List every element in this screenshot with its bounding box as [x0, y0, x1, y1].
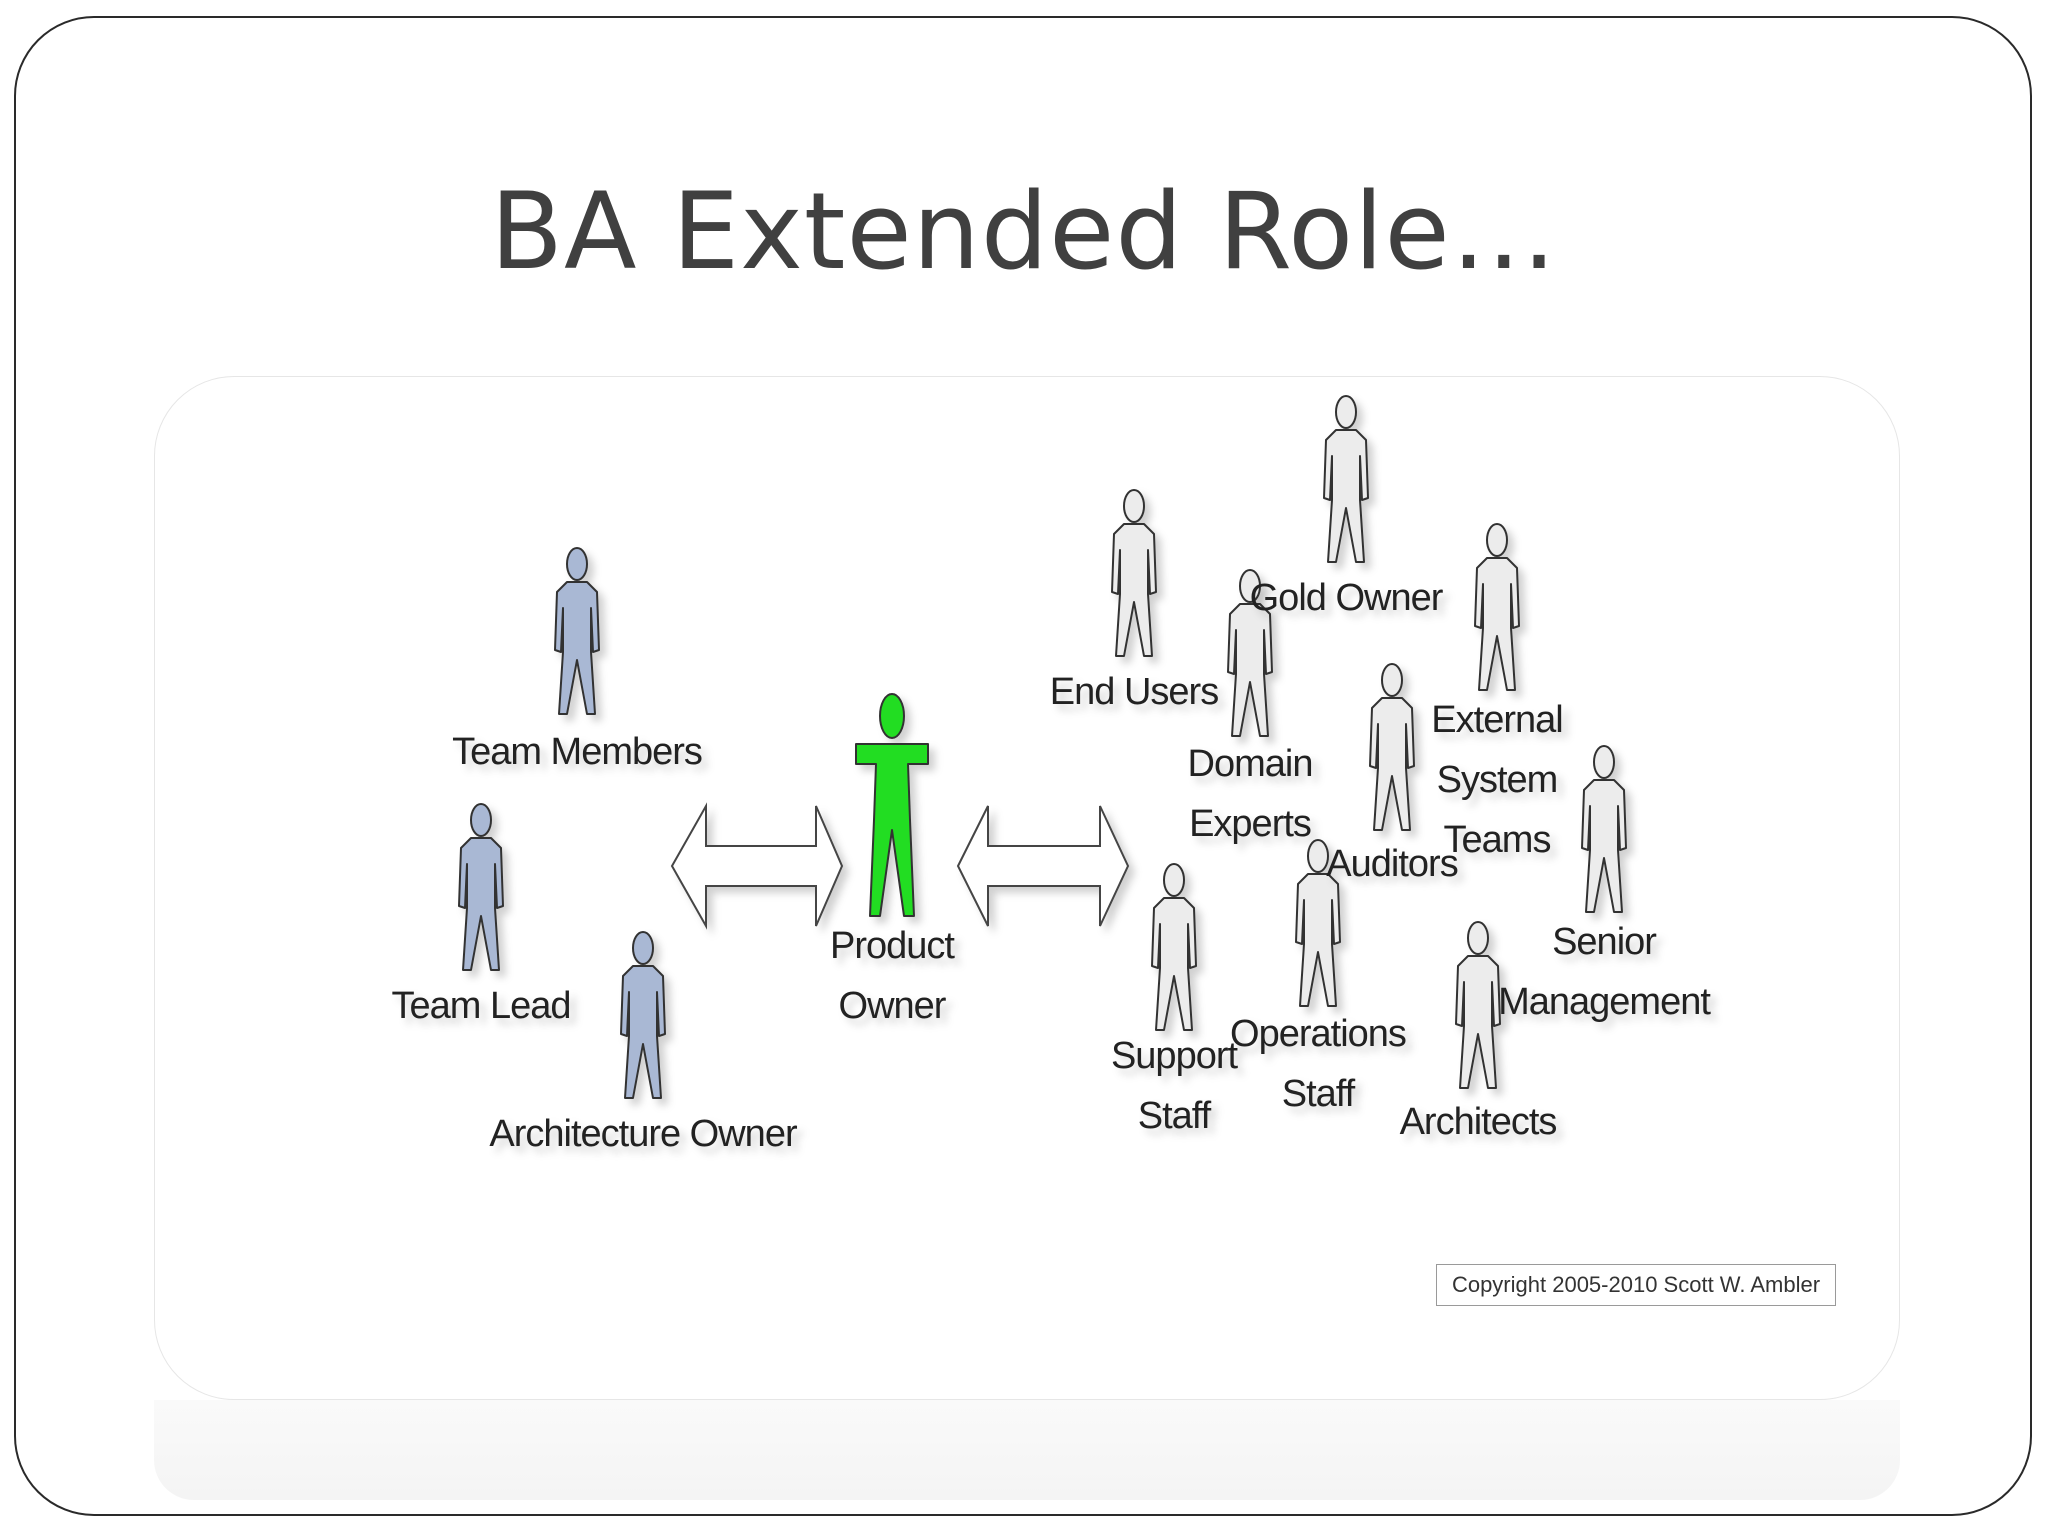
senior-management-figure — [1581, 745, 1627, 913]
architects-label-line: Architects — [1400, 1101, 1557, 1143]
external-system-teams-label-line: External — [1431, 699, 1562, 741]
gold-owner-label-line: Gold Owner — [1250, 577, 1444, 619]
senior-management-label-line: Senior — [1552, 921, 1657, 963]
right-double-arrow — [956, 805, 1130, 927]
team-lead-head — [470, 803, 492, 837]
support-staff-figure — [1151, 863, 1197, 1031]
domain-experts-head — [1239, 569, 1261, 603]
architecture-owner-label: Architecture Owner — [489, 1113, 798, 1155]
domain-experts-body — [1227, 603, 1273, 737]
support-staff-label-line: Staff — [1138, 1095, 1212, 1137]
senior-management-head — [1593, 745, 1615, 779]
product-owner-head — [879, 693, 905, 739]
left-double-arrow — [670, 802, 844, 930]
team-lead-label: Team Lead — [391, 985, 570, 1027]
external-system-teams-head — [1486, 523, 1508, 557]
external-system-teams-label-line: System — [1437, 759, 1558, 801]
auditors-figure — [1369, 663, 1415, 831]
senior-management-body — [1581, 779, 1627, 913]
gold-owner-label: Gold Owner — [1250, 577, 1444, 619]
product-owner-body — [855, 743, 929, 917]
domain-experts-label-line: Domain — [1188, 743, 1313, 785]
architecture-owner-figure — [620, 931, 666, 1099]
gold-owner-body — [1323, 429, 1369, 563]
auditors-label: Auditors — [1326, 843, 1457, 885]
support-staff-body — [1151, 897, 1197, 1031]
external-system-teams-label-line: Teams — [1444, 819, 1551, 861]
team-members-figure — [554, 547, 600, 715]
domain-experts-label-line: Experts — [1189, 803, 1311, 845]
gold-owner-head — [1335, 395, 1357, 429]
architects-body — [1455, 955, 1501, 1089]
operations-staff-label-line: Staff — [1282, 1073, 1356, 1115]
architecture-owner-body — [620, 965, 666, 1099]
external-system-teams-figure — [1474, 523, 1520, 691]
team-lead-body — [458, 837, 504, 971]
operations-staff-body — [1295, 873, 1341, 1007]
team-members-label: Team Members — [452, 731, 702, 773]
external-system-teams-body — [1474, 557, 1520, 691]
architecture-owner-head — [632, 931, 654, 965]
senior-management-label-line: Management — [1498, 981, 1711, 1023]
end-users-figure — [1111, 489, 1157, 657]
team-lead-label-line: Team Lead — [391, 985, 570, 1027]
copyright-notice: Copyright 2005-2010 Scott W. Ambler — [1436, 1264, 1836, 1306]
architecture-owner-label-line: Architecture Owner — [489, 1113, 798, 1155]
architects-label: Architects — [1400, 1101, 1557, 1143]
end-users-body — [1111, 523, 1157, 657]
auditors-label-line: Auditors — [1326, 843, 1457, 885]
operations-staff-head — [1307, 839, 1329, 873]
operations-staff-figure — [1295, 839, 1341, 1007]
end-users-label: End Users — [1050, 671, 1218, 713]
auditors-head — [1381, 663, 1403, 697]
team-members-label-line: Team Members — [452, 731, 702, 773]
gold-owner-figure — [1323, 395, 1369, 563]
slide-title: BA Extended Role… — [490, 170, 1558, 293]
product-owner-label-line: Product — [830, 925, 955, 967]
end-users-head — [1123, 489, 1145, 523]
support-staff-label-line: Support — [1111, 1035, 1239, 1077]
support-staff-head — [1163, 863, 1185, 897]
product-owner-label-line: Owner — [839, 985, 947, 1027]
architects-figure — [1455, 921, 1501, 1089]
architects-head — [1467, 921, 1489, 955]
team-lead-figure — [458, 803, 504, 971]
end-users-label-line: End Users — [1050, 671, 1218, 713]
panel-shadow — [154, 1400, 1900, 1500]
team-members-head — [566, 547, 588, 581]
auditors-body — [1369, 697, 1415, 831]
domain-experts-figure — [1227, 569, 1273, 737]
operations-staff-label-line: Operations — [1230, 1013, 1406, 1055]
team-members-body — [554, 581, 600, 715]
product-owner-figure — [855, 693, 929, 917]
